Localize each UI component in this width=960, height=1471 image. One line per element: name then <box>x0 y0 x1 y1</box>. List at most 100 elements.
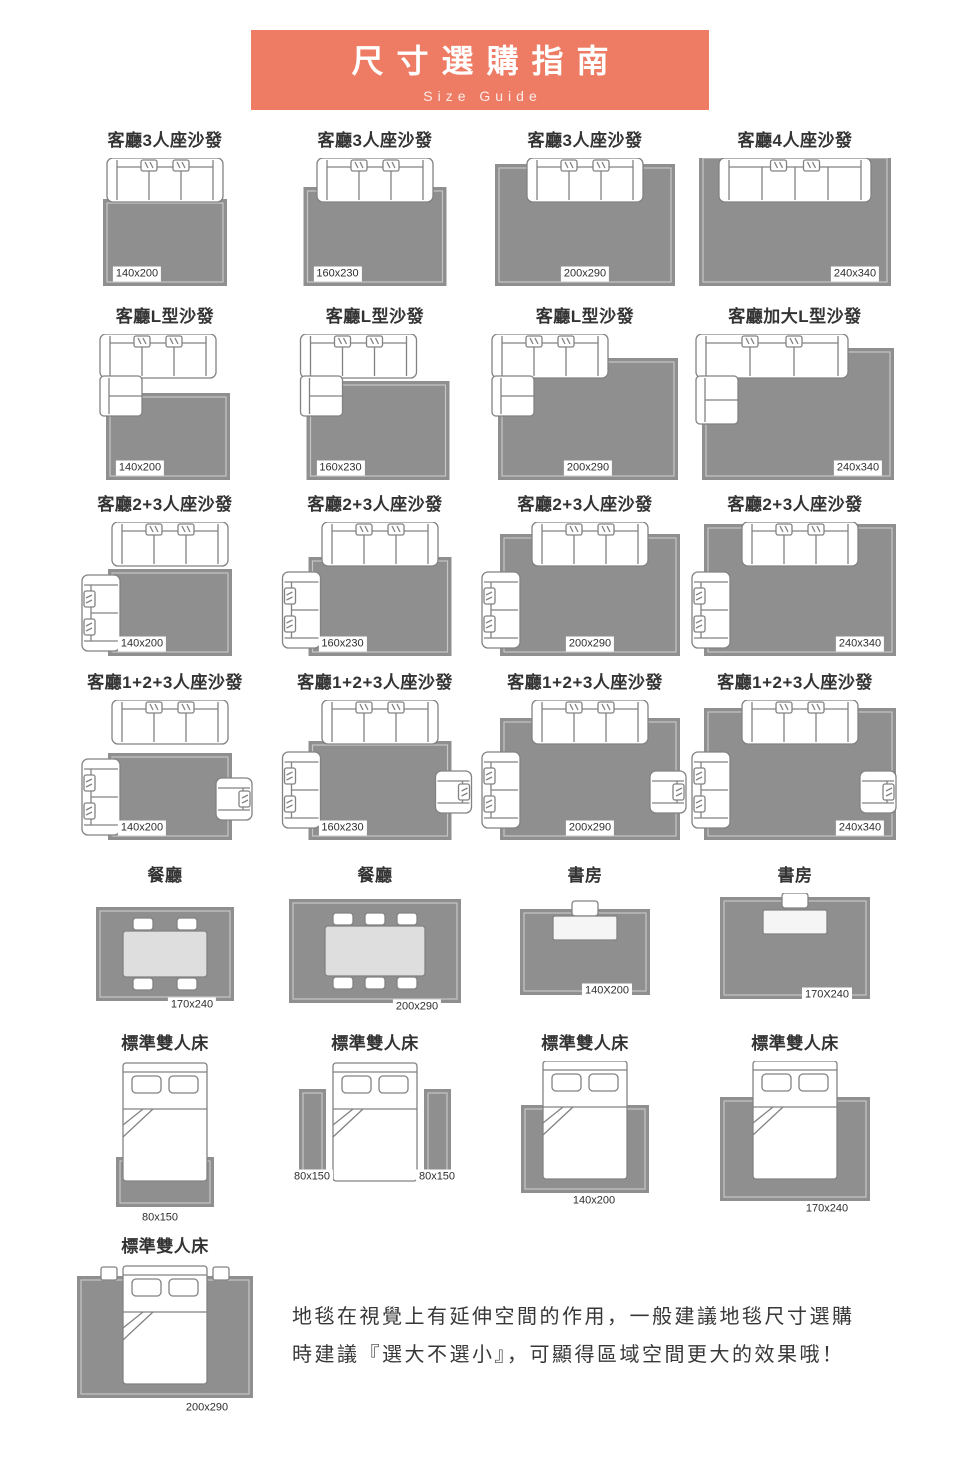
study-svg <box>520 900 650 995</box>
cell-title: 餐廳 <box>147 866 183 885</box>
note-line-1: 地毯在視覺上有延伸空間的作用，一般建議地毯尺寸選購 <box>292 1306 855 1328</box>
sofa-rug-diagram: 140x200 <box>60 522 270 664</box>
cell-title: 標準雙人床 <box>121 1237 209 1256</box>
size-label: 140x200 <box>117 636 167 652</box>
sofa-rug-diagram: 160x230 <box>270 700 480 857</box>
banner-subtitle: Size Guide <box>423 88 542 104</box>
dining-svg <box>289 899 461 1003</box>
note-text: 地毯在視覺上有延伸空間的作用，一般建議地毯尺寸選購 時建議『選大不選小』，可顯得… <box>270 1234 900 1421</box>
cell-sofaL-200x290: 客廳L型沙發 200x290 <box>480 304 690 486</box>
cell-sofa3-200x290: 客廳3人座沙發 200x290 <box>480 128 690 298</box>
bed-two-thirds-rug-svg <box>521 1061 649 1193</box>
bed-rug-diagram: 140x200 <box>480 1061 690 1228</box>
dining-rug-diagram: 200x290 <box>270 893 480 1025</box>
sofa-rug-diagram: 140x200 <box>60 334 270 486</box>
size-label: 200x290 <box>565 820 615 836</box>
sofa-rug-diagram: 140x200 <box>60 700 270 857</box>
cell-title: 客廳2+3人座沙發 <box>727 495 863 514</box>
bed-end-rug-svg <box>116 1062 214 1207</box>
sofa-1+2+3-svg <box>691 700 897 840</box>
sofa-2+3-svg <box>81 522 232 656</box>
size-guide-banner: 尺寸選購指南 Size Guide <box>251 30 709 110</box>
sofa-rug-diagram: 200x290 <box>480 700 690 857</box>
sofa-rug-diagram: 240x340 <box>690 158 900 298</box>
cell-title: 客廳2+3人座沙發 <box>517 495 653 514</box>
sofa-L-svg <box>491 334 678 480</box>
size-label: 80x150 <box>290 1169 334 1185</box>
row-L-sofa: 客廳L型沙發 140x200 客廳L型沙發 160x230 客廳L型沙發 200… <box>60 304 900 486</box>
size-label: 170X240 <box>801 987 853 1003</box>
bed-side-runners-svg <box>299 1062 451 1182</box>
size-label: 200x290 <box>565 636 615 652</box>
cell-sofaL-xl-240x340: 客廳加大L型沙發 240x340 <box>690 304 900 486</box>
size-label: 140x200 <box>112 266 162 282</box>
cell-sofa23-240x340: 客廳2+3人座沙發 240x340 <box>690 492 900 664</box>
banner-title: 尺寸選購指南 <box>351 43 622 79</box>
size-label: 80x150 <box>138 1210 182 1226</box>
sofa-2+3-svg <box>691 522 896 656</box>
cell-sofa23-140x200: 客廳2+3人座沙發 140x200 <box>60 492 270 664</box>
cell-title: 客廳4人座沙發 <box>737 131 853 150</box>
size-label: 200x290 <box>182 1400 232 1416</box>
row-dining-study: 餐廳 170x240 餐廳 200x290 書房 140X200 書房 170X… <box>60 863 900 1025</box>
cell-bed-170x240: 標準雙人床 170x240 <box>690 1031 900 1228</box>
sofa-rug-diagram: 240x340 <box>690 334 900 486</box>
row-3seat-sofa: 客廳3人座沙發 140x200 客廳3人座沙發 160x230 客廳3人座沙發 … <box>60 128 900 298</box>
size-label: 160x230 <box>313 266 362 282</box>
sofa-rug-diagram: 200x290 <box>480 522 690 664</box>
bed-rug-diagram: 200x290 <box>60 1264 270 1421</box>
cell-sofaL-140x200: 客廳L型沙發 140x200 <box>60 304 270 486</box>
note-line-2: 時建議『選大不選小』，可顯得區域空間更大的效果哦！ <box>292 1344 845 1366</box>
size-label: 200x290 <box>392 999 442 1015</box>
bed-rug-diagram: 80x150 80x150 <box>270 1061 480 1228</box>
cell-title: 標準雙人床 <box>331 1034 419 1053</box>
study-rug-diagram: 140X200 <box>480 893 690 1025</box>
bed-rug-diagram: 170x240 <box>690 1061 900 1228</box>
size-label: 140x200 <box>115 460 165 476</box>
sofa-rug-diagram: 200x290 <box>480 158 690 298</box>
row-double-bed: 標準雙人床 80x150 標準雙人床 80x150 80x150 標準雙人床 14… <box>60 1031 900 1228</box>
size-label: 200x290 <box>563 460 613 476</box>
cell-title: 客廳2+3人座沙發 <box>307 495 443 514</box>
cell-title: 客廳3人座沙發 <box>317 131 433 150</box>
bed-full-rug-svg <box>77 1265 253 1398</box>
sofa-L-xl-svg <box>695 334 894 480</box>
cell-title: 客廳1+2+3人座沙發 <box>297 673 453 692</box>
size-label: 160x230 <box>318 820 367 836</box>
cell-sofaL-160x230: 客廳L型沙發 160x230 <box>270 304 480 486</box>
cell-bed-200x290: 標準雙人床 200x290 <box>60 1234 270 1421</box>
size-label: 140x200 <box>569 1193 619 1209</box>
cell-sofa23-200x290: 客廳2+3人座沙發 200x290 <box>480 492 690 664</box>
dining-svg <box>96 907 234 1001</box>
cell-title: 客廳3人座沙發 <box>107 131 223 150</box>
cell-title: 書房 <box>777 866 813 885</box>
bed-two-thirds-rug-large-svg <box>720 1061 870 1201</box>
cell-sofa3-160x230: 客廳3人座沙發 160x230 <box>270 128 480 298</box>
cell-title: 客廳加大L型沙發 <box>728 307 862 326</box>
cell-title: 標準雙人床 <box>751 1034 839 1053</box>
cell-title: 客廳L型沙發 <box>115 307 215 326</box>
row-2plus3-sofa: 客廳2+3人座沙發 140x200 客廳2+3人座沙發 160x230 客廳2+… <box>60 492 900 664</box>
cell-title: 客廳L型沙發 <box>535 307 635 326</box>
sofa-rug-diagram: 160x230 <box>270 158 480 298</box>
sofa-rug-diagram: 140x200 <box>60 158 270 298</box>
size-label: 80x150 <box>415 1169 459 1185</box>
row-bed-full-and-note: 標準雙人床 200x290 地毯在視覺上有延伸空間的作用，一般建議地毯尺寸選購 … <box>60 1234 900 1421</box>
cell-study-140x200: 書房 140X200 <box>480 863 690 1025</box>
dining-rug-diagram: 170x240 <box>60 893 270 1025</box>
row-1plus2plus3-sofa: 客廳1+2+3人座沙發 140x200 客廳1+2+3人座沙發 160x230 … <box>60 670 900 857</box>
cell-bed-140x200: 標準雙人床 140x200 <box>480 1031 690 1228</box>
study-rug-diagram: 170X240 <box>690 893 900 1025</box>
cell-title: 客廳L型沙發 <box>325 307 425 326</box>
cell-dining-170x240: 餐廳 170x240 <box>60 863 270 1025</box>
size-label: 160x230 <box>316 460 365 476</box>
cell-title: 客廳3人座沙發 <box>527 131 643 150</box>
size-label: 170x240 <box>167 997 217 1013</box>
size-grid: 客廳3人座沙發 140x200 客廳3人座沙發 160x230 客廳3人座沙發 … <box>60 128 900 1421</box>
cell-dining-200x290: 餐廳 200x290 <box>270 863 480 1025</box>
sofa-rug-diagram: 240x340 <box>690 522 900 664</box>
cell-title: 客廳1+2+3人座沙發 <box>87 673 243 692</box>
cell-sofa4-240x340: 客廳4人座沙發 240x340 <box>690 128 900 298</box>
size-label: 240x340 <box>835 820 885 836</box>
sofa-3-svg <box>103 158 227 286</box>
